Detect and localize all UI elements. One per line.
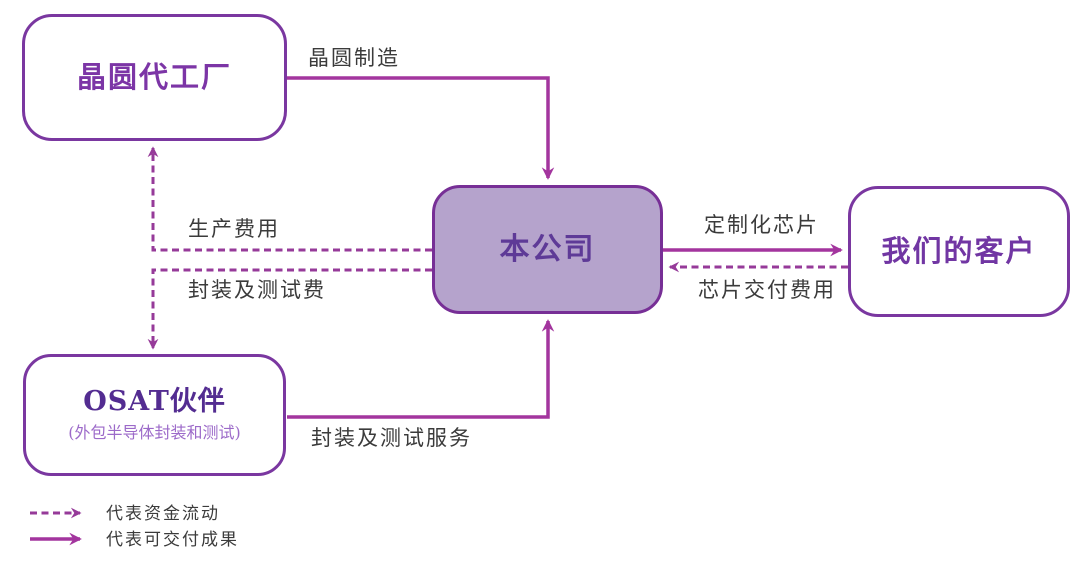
node-customers: 我们的客户 [848,186,1070,317]
edge-packaging-testing-services [287,319,555,419]
edge-label-chip-delivery-fees: 芯片交付费用 [698,278,836,302]
edge-packaging-testing-fees [147,268,432,350]
customers-label: 我们的客户 [881,233,1037,268]
edge-label-packaging-testing-services: 封装及测试服务 [311,426,472,450]
edge-label-production-fees: 生产费用 [188,217,280,241]
edge-production-fees [147,146,432,252]
wafer-foundry-label: 晶圆代工厂 [76,59,232,94]
node-osat-partners: OSAT伙伴 (外包半导体封装和测试) [23,354,286,476]
node-company: 本公司 [432,185,663,314]
legend-solid-label: 代表可交付成果 [106,530,239,550]
company-label: 本公司 [499,232,596,267]
osat-partners-subtitle: (外包半导体封装和测试) [68,423,241,443]
node-wafer-foundry: 晶圆代工厂 [22,14,287,141]
edge-wafer-manufacturing [287,76,555,180]
edge-label-wafer-manufacturing: 晶圆制造 [308,46,400,70]
osat-partners-title: OSAT伙伴 [83,385,226,417]
legend-dashed-label: 代表资金流动 [106,504,220,524]
edge-label-customized-chips: 定制化芯片 [704,213,819,237]
edge-label-packaging-testing-fees: 封装及测试费 [188,278,326,302]
